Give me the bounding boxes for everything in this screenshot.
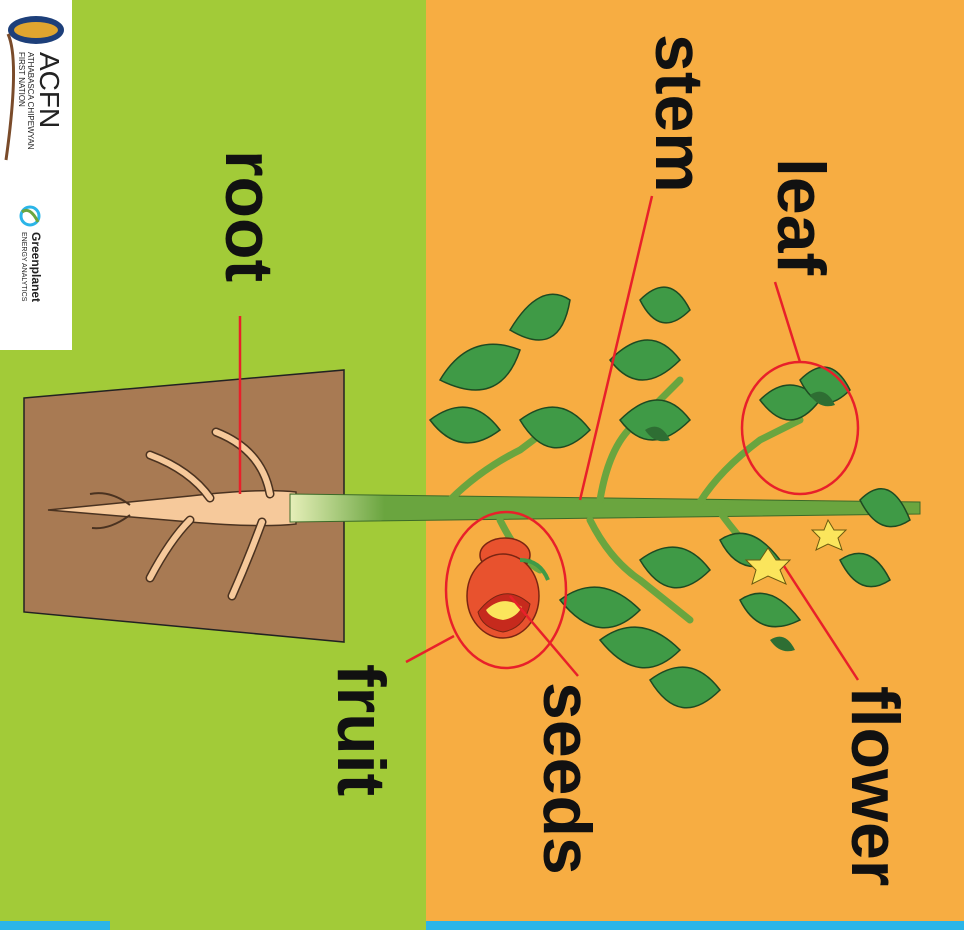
greenplanet-name: Greenplanet: [29, 232, 43, 302]
acfn-abbrev: ACFN: [34, 52, 65, 128]
label-stem: stem: [641, 34, 717, 193]
acfn-line1: ATHABASCA CHIPEWYAN: [26, 52, 35, 150]
acfn-logo-icon: [4, 16, 64, 161]
bottom-strip-left: [0, 921, 110, 930]
seeds-leader: [509, 595, 579, 677]
flower-icon: [744, 518, 848, 585]
root: [47, 427, 297, 601]
flower-leader: [782, 565, 860, 681]
greenplanet-logo-icon: [19, 205, 41, 227]
air-panel: [426, 0, 964, 930]
label-flower: flower: [837, 686, 913, 886]
callouts: [238, 195, 860, 681]
greenplanet-tagline: ENERGY ANALYTICS: [20, 232, 27, 302]
fruit-callout: [444, 510, 568, 670]
stem-leader: [578, 195, 654, 501]
label-seeds: seeds: [529, 682, 605, 875]
label-leaf: leaf: [763, 158, 839, 276]
leaf-leader: [773, 281, 802, 363]
label-fruit: fruit: [323, 664, 399, 796]
fruit-leader: [405, 634, 455, 664]
label-root: root: [211, 150, 287, 282]
bottom-strip-right: [426, 921, 964, 930]
leaves: [428, 286, 911, 709]
leaf-shading: [645, 391, 835, 652]
acfn-line2: FIRST NATION: [17, 52, 26, 107]
